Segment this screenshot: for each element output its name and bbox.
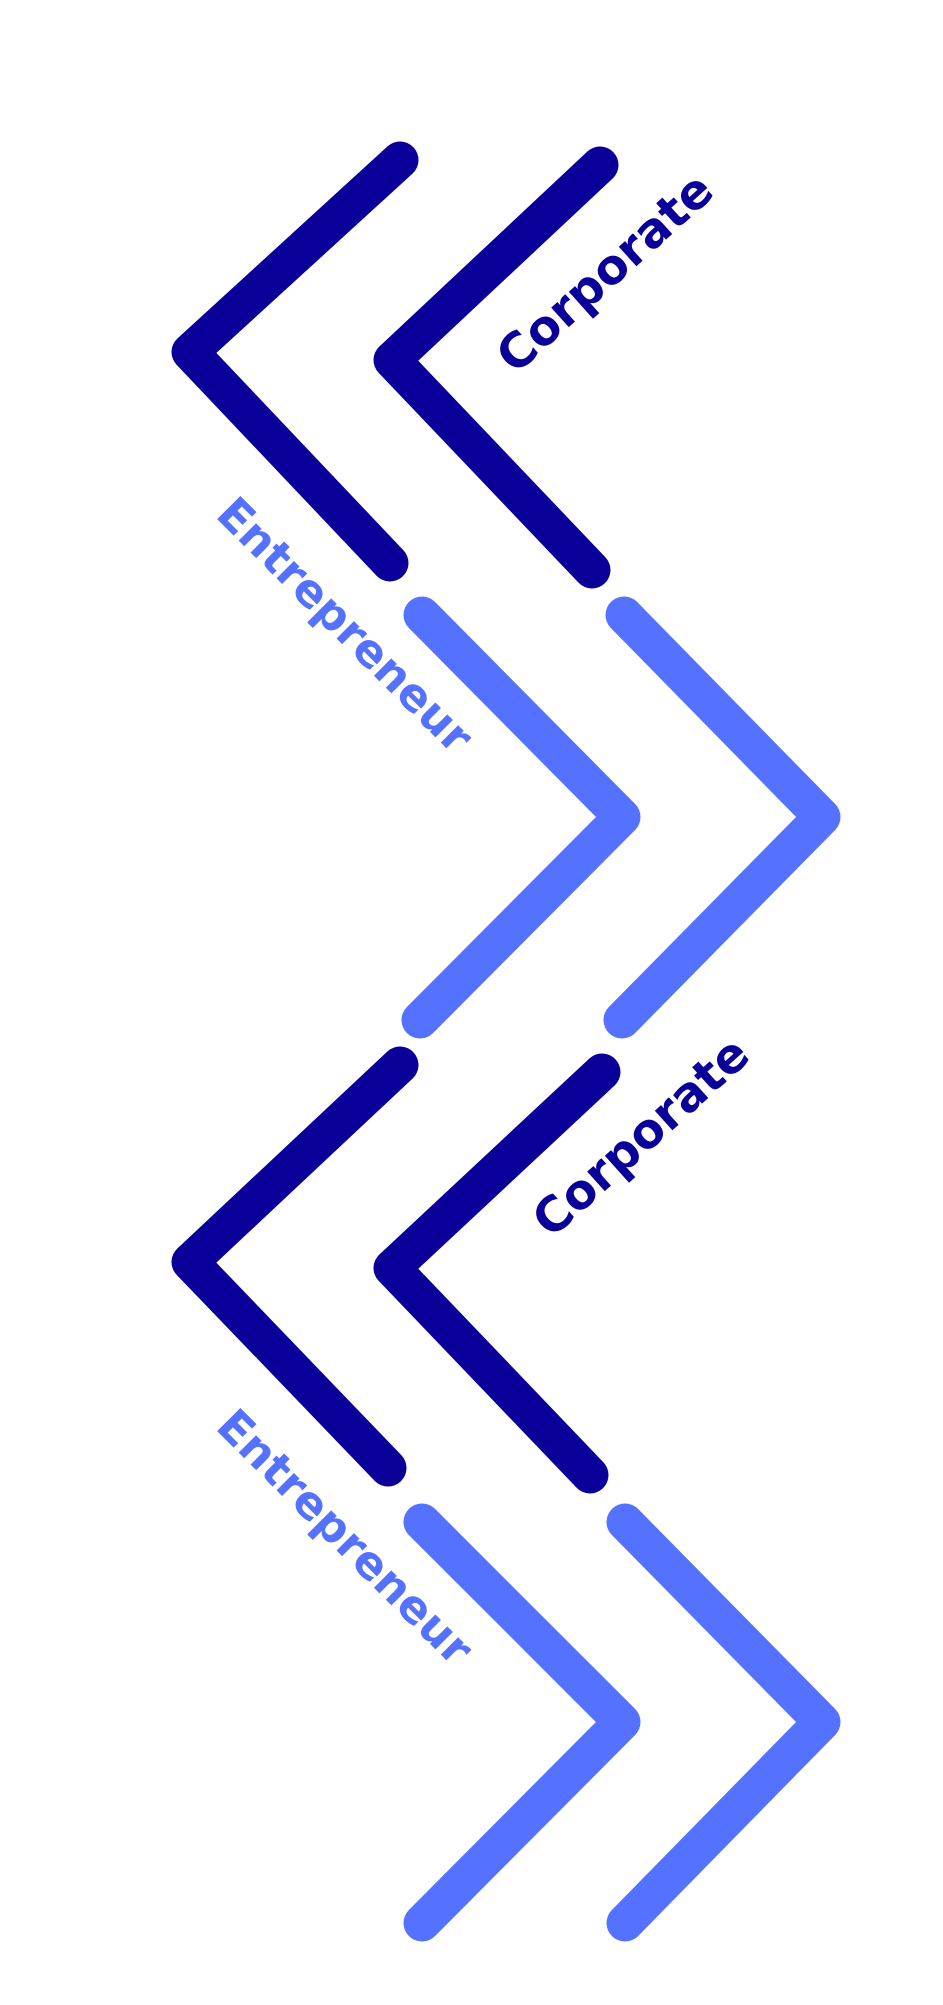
chevron-right-icon [603, 596, 841, 1039]
chevron-left-icon [373, 1053, 621, 1494]
chevron-left-icon [171, 1046, 419, 1487]
chevron-right-icon [401, 596, 641, 1039]
chevron-left-icon [171, 141, 419, 582]
chevron-left-icon [373, 146, 619, 589]
chevron-right-icon [606, 1503, 841, 1942]
chevron-right-icon [403, 1503, 641, 1942]
